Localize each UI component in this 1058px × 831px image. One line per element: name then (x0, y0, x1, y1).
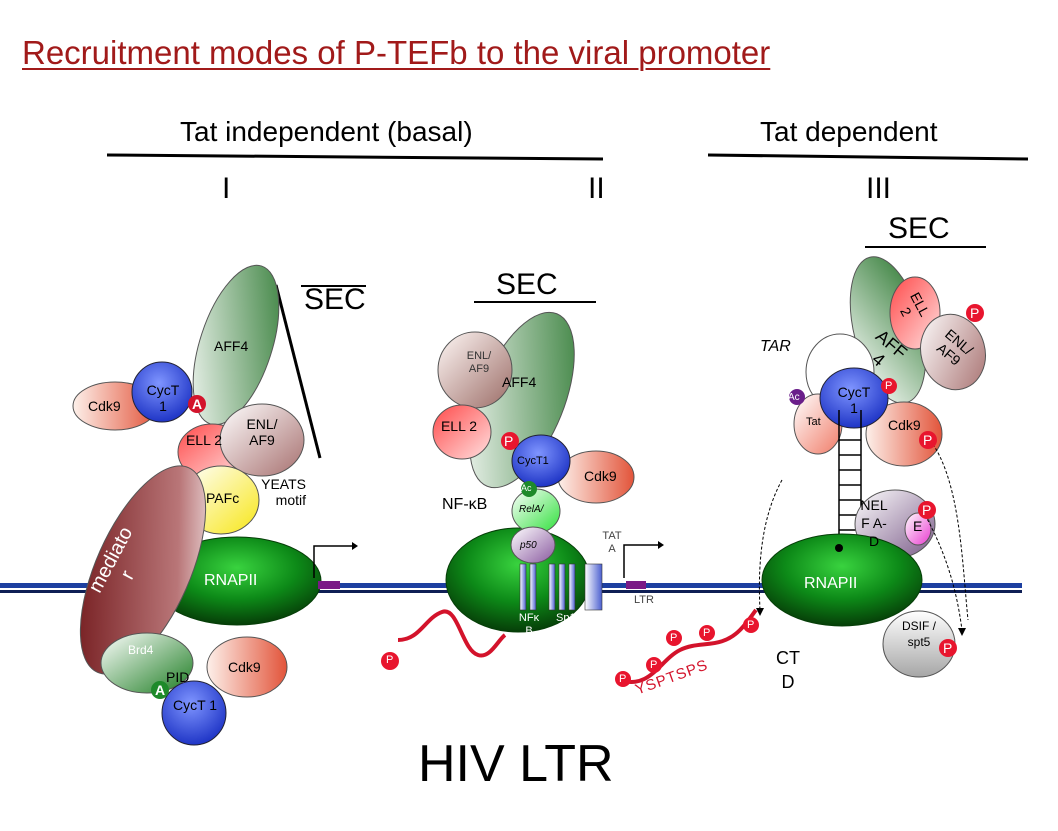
panel-3-dsif-p-label: P (943, 640, 953, 656)
panel-1-enl-af9-label: ENL/ AF9 (246, 416, 278, 448)
panel-3-acetyl-marker (789, 389, 805, 405)
panel-1-acetyl-marker-bottom (151, 681, 169, 699)
panel-2-p-marker-bottom (381, 652, 399, 670)
panel-1-acetyl-bottom-label: A (155, 682, 166, 698)
panel-3-ctd-p-marker (666, 630, 682, 646)
panel-3-nelf-p-label: P (922, 502, 932, 518)
page-title: Recruitment modes of P-TEFb to the viral… (22, 34, 771, 71)
panel-3-ctd-p-marker (699, 625, 715, 641)
panel-3-cyct1-label: CycT 1 (837, 384, 871, 416)
tat-dependent-rule (707, 153, 1029, 161)
panel-3-tat-label: Tat (806, 416, 821, 428)
panel-3-rnapii-label: RNAPII (804, 575, 858, 592)
panel-1-brd4-label: Brd4 (128, 643, 154, 657)
mode-3-label: III (866, 172, 892, 205)
panel-2-acetyl-label: Ac (521, 483, 532, 493)
panel-3-tar-label: TAR (760, 338, 791, 355)
panel-1-pid-label: PID (166, 669, 190, 685)
panel-1-acetyl-marker (188, 395, 206, 413)
panel-3-ctd-p-label: P (670, 632, 678, 644)
panel-2-p-label: P (504, 433, 514, 449)
panel-1-proteins (72, 264, 366, 746)
panel-2-p50-label: p50 (520, 540, 537, 551)
mode-2-label: II (588, 172, 605, 205)
panel-2-nfkb-label: NF-κB (442, 496, 488, 513)
panel-1-cdk9-label: Cdk9 (88, 398, 121, 414)
panel-2-nfkb-site-label: NFκ B (518, 612, 540, 637)
panel-3-ell-p-marker (966, 304, 984, 322)
panel-2-cdk9-label: Cdk9 (584, 468, 617, 484)
panel-3-cdk9-label: Cdk9 (888, 417, 921, 433)
panel-3-proteins (619, 246, 986, 684)
tat-independent-header: Tat independent (basal) (180, 116, 473, 147)
panel-2-aff4-label: AFF4 (502, 374, 537, 390)
panel-1-sec-label: SEC (304, 283, 366, 316)
panel-3-cyc-p-marker (881, 378, 897, 394)
panel-1-aff4-label: AFF4 (214, 338, 249, 354)
panel-3-dsif-label: DSIF / spt5 (901, 619, 936, 649)
panel-3-ctd-p-label: P (703, 627, 711, 639)
panel-1-cdk9-bottom-label: Cdk9 (228, 659, 261, 675)
panel-1-yeats-label: YEATS motif (261, 476, 306, 508)
panel-2-ell2-label: ELL 2 (440, 418, 478, 434)
panel-3-cdk9-p-marker (919, 431, 937, 449)
tat-independent-rule (106, 153, 604, 161)
panel-2-p-marker (501, 432, 519, 450)
panel-3-ctd-label: CT D (776, 648, 800, 692)
panel-3-ell-p-label: P (970, 305, 980, 321)
panel-1-acetyl-label: A (192, 396, 203, 412)
panel-3-ctd-p-marker (615, 671, 631, 687)
panel-3-dsif-p-marker (939, 639, 957, 657)
panel-1-pafc-label: PAFc (206, 490, 240, 506)
panel-3-nelf-p-marker (918, 501, 936, 519)
panel-3-ctd-p-label: P (619, 673, 627, 685)
panel-2-sp1-label: Sp1 (556, 612, 576, 624)
panel-3-nelf-e-label: E (913, 518, 923, 534)
panel-3-cyc-p-label: P (885, 380, 893, 392)
panel-3-ctd-p-label: P (650, 659, 658, 671)
panel-2-enl-af9-label: ENL/ AF9 (466, 350, 492, 375)
panel-3-ctd-p-marker (646, 657, 662, 673)
footer-label: HIV LTR (418, 735, 614, 793)
panel-1-cyct1-label: CycT 1 (146, 382, 180, 414)
panel-2-rela-label: RelA/ (519, 504, 544, 515)
panel-1-rnapii-label: RNAPII (204, 572, 258, 589)
panel-3-ctd-p-marker (743, 617, 759, 633)
panel-2-acetyl-marker (521, 481, 537, 497)
panel-1-ell2-label: ELL 2 (185, 432, 223, 448)
mode-1-label: I (222, 172, 231, 205)
panel-2-tata-label: TAT A (602, 530, 622, 555)
panel-3-nelf-label: NEL F A-D (860, 497, 888, 549)
panel-3-acetyl-label: Ac (788, 392, 800, 403)
panel-3-sec-label: SEC (888, 212, 950, 245)
panel-2-proteins (397, 301, 664, 658)
panel-3-cdk9-p-label: P (923, 432, 933, 448)
tat-dependent-header: Tat dependent (760, 116, 938, 147)
panel-2-sec-label: SEC (496, 268, 558, 301)
panel-3-ctd-p-label: P (747, 619, 755, 631)
panel-2-cyct1-label: CycT1 (517, 455, 549, 467)
panel-1-cyct1-bottom-label: CycT 1 (172, 697, 218, 713)
panel-2-p-bottom-label: P (386, 654, 394, 666)
panel-2-ltr-label: LTR (634, 594, 654, 606)
